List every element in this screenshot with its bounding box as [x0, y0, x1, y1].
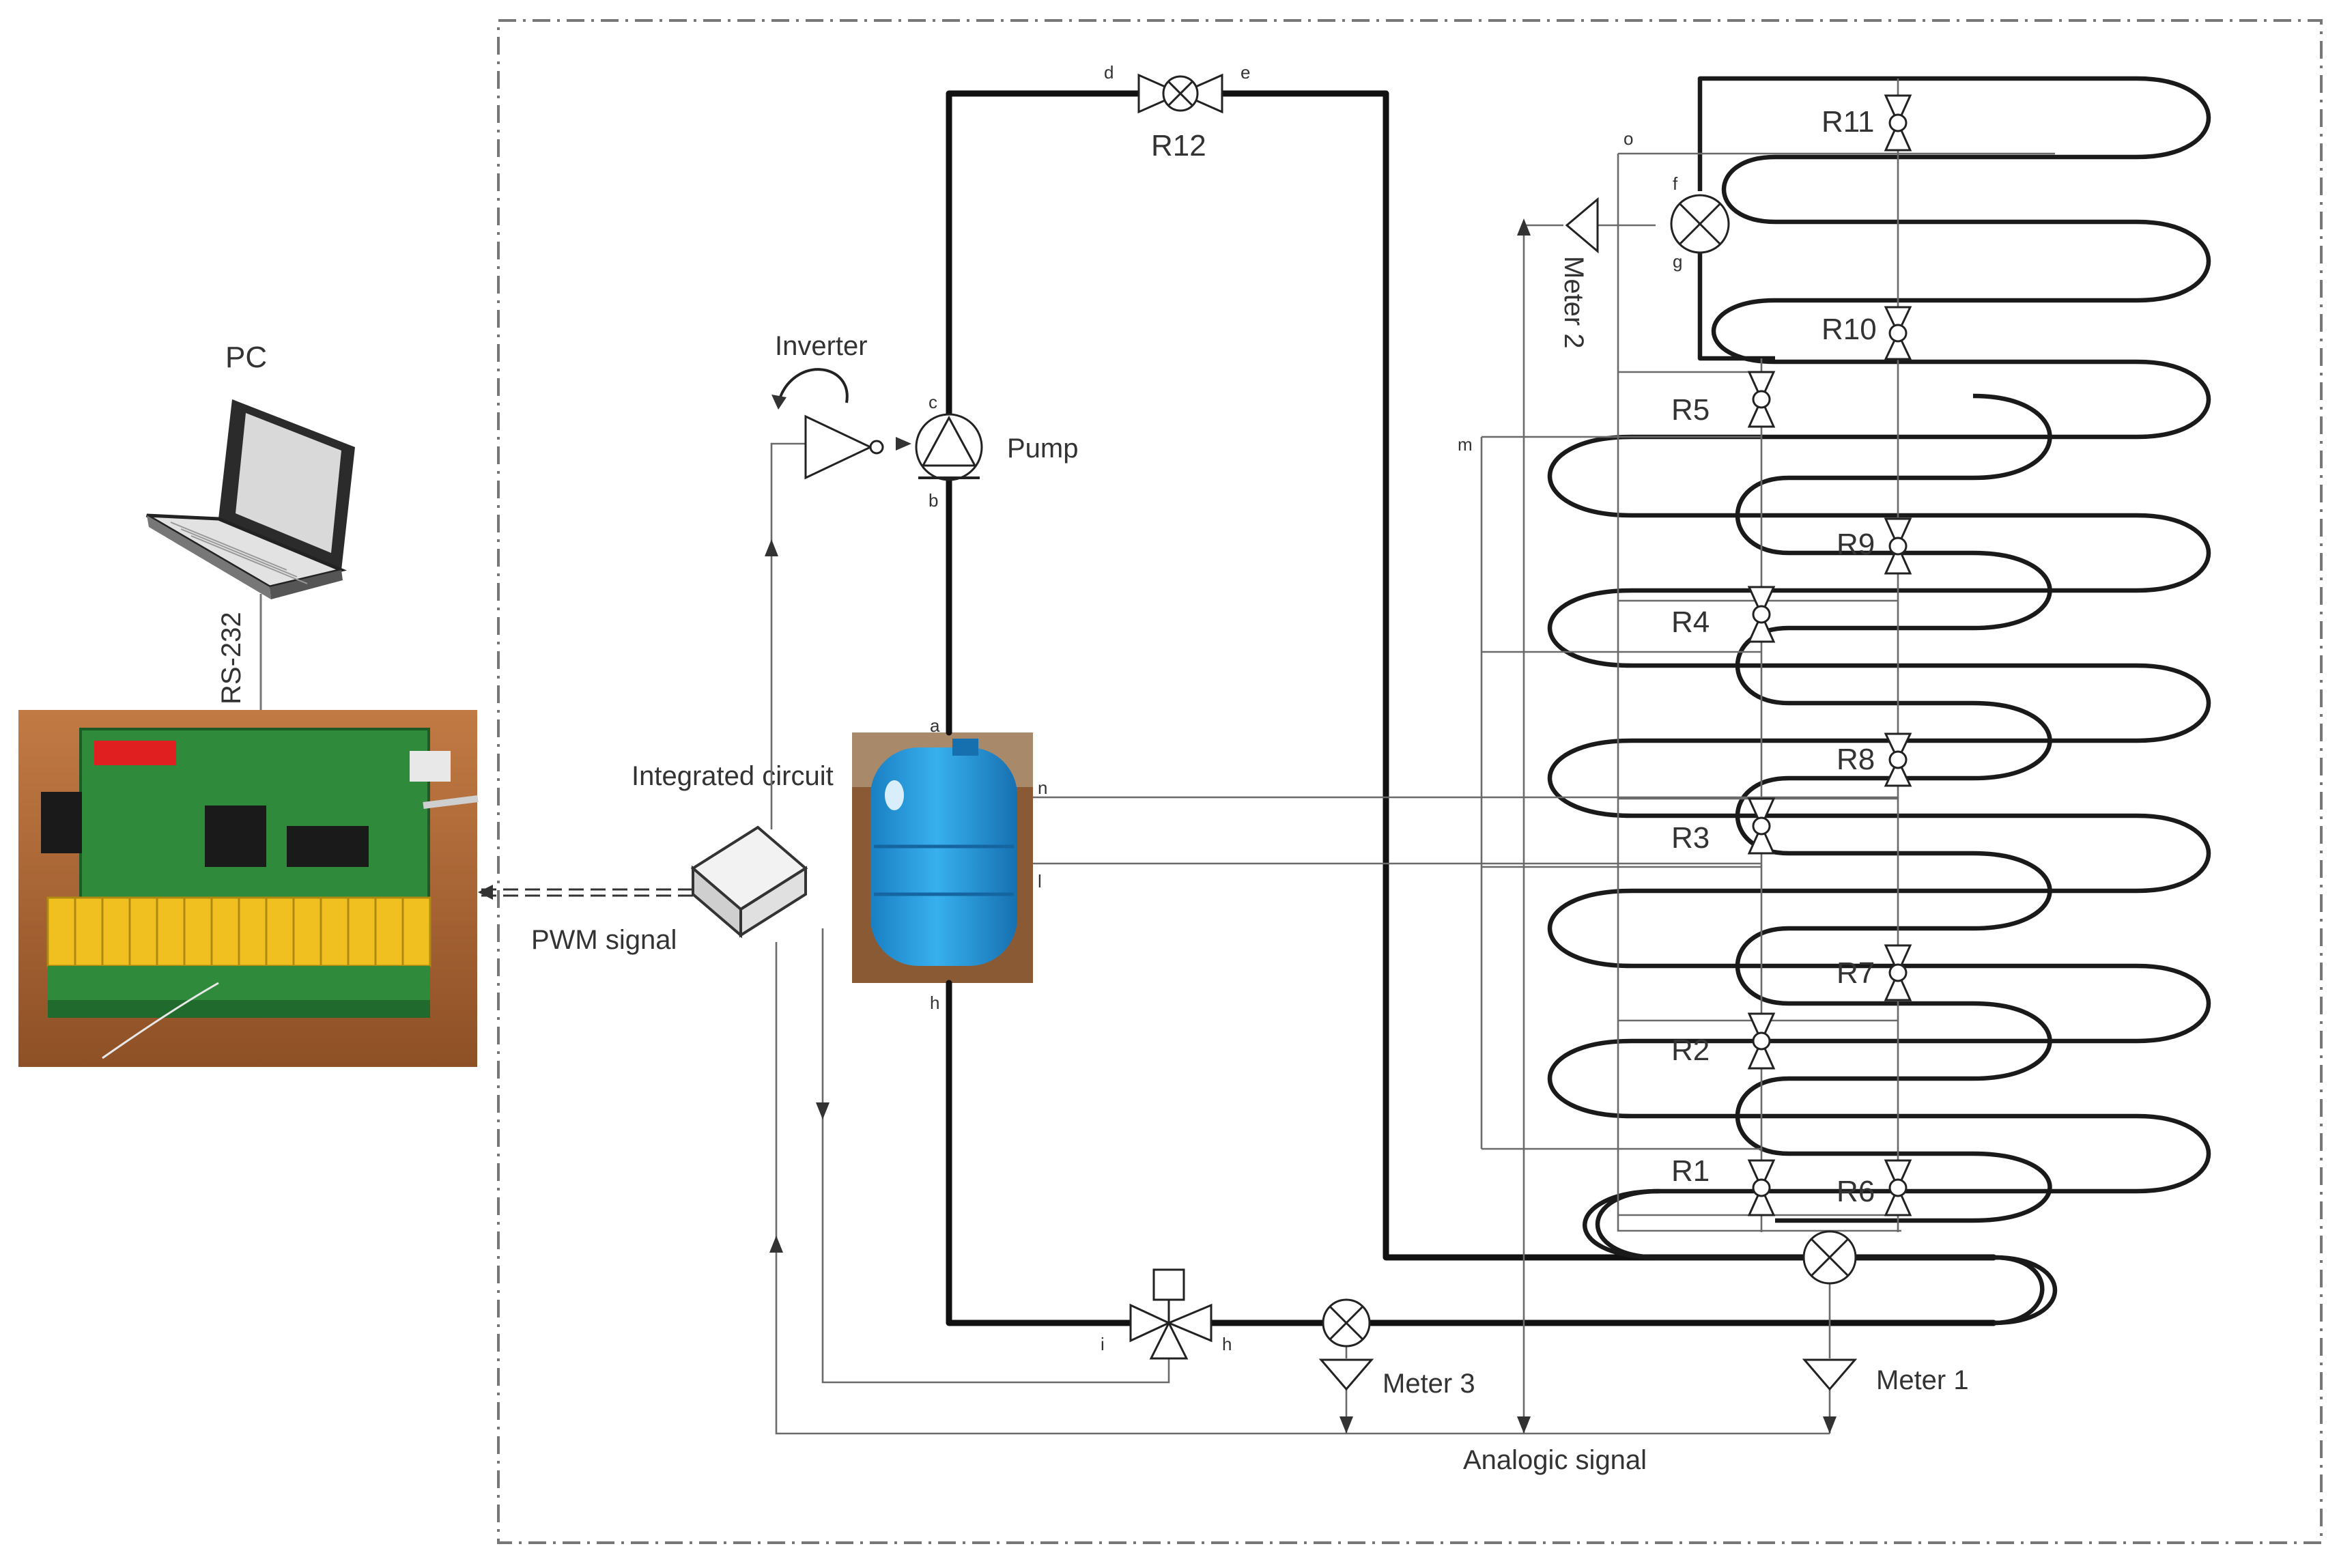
valve-r8-icon[interactable]	[1884, 732, 1912, 787]
flow-meter-2-icon[interactable]	[1565, 194, 1730, 254]
valve-r6-icon[interactable]	[1884, 1159, 1912, 1216]
r7-label: R7	[1837, 956, 1875, 990]
valve-r7-icon[interactable]	[1884, 944, 1912, 1001]
integrated-circuit-label: Integrated circuit	[632, 761, 834, 791]
meter2-label: Meter 2	[1559, 256, 1589, 349]
valve-r2-icon[interactable]	[1747, 1012, 1776, 1070]
pc-label: PC	[225, 341, 267, 374]
integrated-circuit-box-icon[interactable]	[690, 825, 808, 939]
node-o: o	[1624, 128, 1633, 149]
rs232-label: RS-232	[216, 612, 246, 704]
node-b: b	[928, 490, 938, 511]
meter1-label: Meter 1	[1876, 1365, 1969, 1395]
valve-r10-icon[interactable]	[1884, 306, 1912, 360]
node-e: e	[1241, 62, 1250, 83]
node-i: i	[1101, 1334, 1105, 1354]
controller-board-photo	[18, 710, 479, 1067]
pump-label: Pump	[1007, 433, 1079, 464]
heating-coil-inner	[1735, 393, 2052, 1223]
valve-r5-icon[interactable]	[1747, 371, 1776, 428]
flow-meter-3-icon[interactable]	[1318, 1298, 1374, 1391]
node-g: g	[1673, 251, 1682, 272]
node-a: a	[930, 715, 940, 736]
node-l: l	[1038, 871, 1042, 892]
water-tank-photo	[852, 732, 1033, 983]
r4-label: R4	[1671, 605, 1710, 639]
valve-r11-icon[interactable]	[1884, 94, 1912, 152]
r9-label: R9	[1837, 528, 1875, 561]
analogic-signal-label: Analogic signal	[1463, 1445, 1647, 1475]
node-d: d	[1104, 62, 1114, 83]
r1-label: R1	[1671, 1154, 1710, 1188]
r10-label: R10	[1821, 313, 1877, 346]
valve-r9-icon[interactable]	[1884, 517, 1912, 575]
r3-label: R3	[1671, 821, 1710, 855]
r2-label: R2	[1671, 1034, 1710, 1067]
node-f: f	[1673, 173, 1678, 194]
laptop-icon[interactable]	[145, 399, 355, 599]
r5-label: R5	[1671, 393, 1710, 427]
meter3-label: Meter 3	[1383, 1369, 1475, 1399]
pwm-label: PWM signal	[531, 925, 677, 955]
r12-label: R12	[1151, 129, 1206, 162]
node-c: c	[928, 392, 937, 412]
r6-label: R6	[1837, 1175, 1875, 1208]
inverter-label: Inverter	[775, 331, 868, 361]
flow-meter-1-icon[interactable]	[1802, 1230, 1858, 1391]
r8-label: R8	[1837, 743, 1875, 776]
r11-label: R11	[1821, 105, 1874, 139]
valve-r1-icon[interactable]	[1747, 1159, 1776, 1216]
pump-icon[interactable]	[915, 413, 983, 481]
three-way-valve-icon[interactable]	[1129, 1268, 1213, 1360]
node-h-valve: h	[1222, 1334, 1232, 1354]
inverter-icon[interactable]	[771, 368, 884, 480]
node-m: m	[1458, 434, 1473, 455]
heating-coil	[1548, 76, 2211, 1326]
valve-r3-icon[interactable]	[1747, 797, 1776, 855]
valve-r4-icon[interactable]	[1747, 586, 1776, 643]
node-n: n	[1038, 778, 1047, 798]
valve-r12-icon[interactable]	[1137, 73, 1223, 114]
signal-wiring	[770, 79, 2055, 1435]
node-h-tank: h	[930, 993, 939, 1013]
